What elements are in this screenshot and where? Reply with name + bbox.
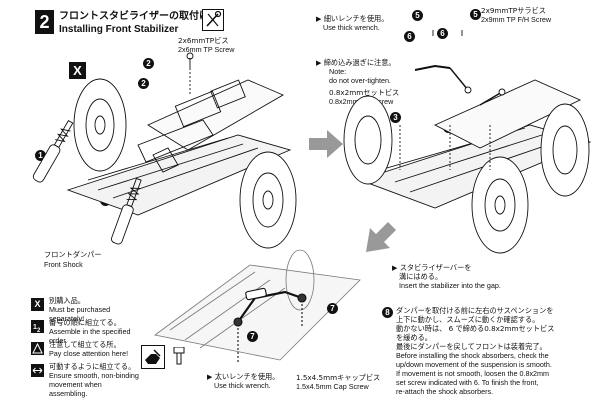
legend-item-purchase: X 別購入品。 Must be purchased separately! <box>31 296 141 323</box>
legend-text-en: movement when assembling. <box>49 380 102 398</box>
note8-jp-line: 最後にダンパーを戻してフロントは装着完了。 <box>396 342 547 351</box>
left-chassis-drawing <box>32 52 297 249</box>
note8-en-line: re-attach the shock absorbers. <box>396 387 494 396</box>
legend-item-movement: 可動するように組立てる。 Ensure smooth, non-binding … <box>31 362 141 398</box>
callout-2b: 2 <box>138 78 149 89</box>
bottom-assembly-drawing <box>154 249 361 362</box>
legend-text-en: Ensure smooth, non-binding <box>49 371 139 380</box>
attention-icon <box>31 342 44 355</box>
flat-screw-label-jp: 2x9mmTPサラビス <box>481 6 546 15</box>
callout-8: 8 <box>382 307 393 318</box>
note8-en-line: Before installing the shock absorbers, c… <box>396 351 549 360</box>
note8-jp-line: 上下に動かし、スムーズに動くか確認する。 <box>396 315 540 324</box>
note8-jp-line: ダンパーを取付ける前に左右のサスペンションを <box>396 306 554 315</box>
callout-5b: 5 <box>412 10 423 21</box>
overtighten-label-en: do not over-tighten. <box>329 76 391 85</box>
stabilizer-label-en: Insert the stabilizer into the gap. <box>399 281 501 290</box>
movement-arrows-icon <box>31 364 44 377</box>
stabilizer-label-jp2: 溝にはめる。 <box>399 272 443 281</box>
right-chassis-drawing <box>343 30 592 254</box>
right-wrench-label-jp: ▶ 細いレンチを使用。 <box>316 14 389 23</box>
left-screw-label-jp: 2x6mmTPビス <box>178 36 229 45</box>
legend-text-jp: 可動するように組立てる。 <box>49 362 136 371</box>
step-number: 2 <box>35 10 54 34</box>
cap-screw-label-en: 1.5x4.5mm Cap Screw <box>296 382 369 391</box>
right-wrench-label-en: Use thick wrench. <box>323 23 380 32</box>
purchase-separately-marker: X <box>69 62 86 79</box>
callout-2a: 2 <box>143 58 154 69</box>
hand-wrench-icon-box <box>141 345 165 369</box>
front-shock-label-en: Front Shock <box>44 260 83 269</box>
bottom-wrench-label-jp: ▶ 太いレンチを使用。 <box>207 372 280 381</box>
svg-text:2: 2 <box>37 328 41 333</box>
step-title-jp: フロントスタビライザーの取付け <box>59 11 209 22</box>
note8-text: ダンパーを取付ける前に左右のサスペンションを 上下に動かし、スムーズに動くか確認… <box>396 306 596 396</box>
front-shock-label-jp: フロントダンパー <box>44 250 102 259</box>
note-label: Note: <box>329 67 347 76</box>
wrench-screwdriver-icon <box>206 10 222 27</box>
cap-screw-icon <box>173 347 185 365</box>
note8-jp-line: を緩める。 <box>396 333 432 342</box>
note8-en-line: If movement is not smooth, loosen the 0.… <box>396 369 550 378</box>
note8-en-line: set screw indicated with 6. To finish th… <box>396 378 539 387</box>
legend-text-en: Must be purchased separately! <box>49 305 111 323</box>
legend-text-jp: 注意して組立てる所。 <box>49 340 121 349</box>
callout-7b: 7 <box>327 303 338 314</box>
callout-1a: 1 <box>35 150 46 161</box>
callout-7a: 7 <box>247 331 258 342</box>
legend-text-jp: 番号の順に組立てる。 <box>49 318 121 327</box>
flat-screw-label-en: 2x9mm TP F/H Screw <box>481 15 552 24</box>
legend-text-en: Pay close attention here! <box>49 349 129 358</box>
step-title-en: Installing Front Stabilizer <box>59 24 179 35</box>
callout-5a: 5 <box>470 9 481 20</box>
legend-item-attention: 注意して組立てる所。 Pay close attention here! <box>31 340 141 362</box>
stabilizer-label-jp1: ▶ スタビライザーバーを <box>392 263 472 272</box>
tools-icon <box>202 9 224 31</box>
callout-3a: 3 <box>390 112 401 123</box>
note8-en-line: up/down movement of the suspension is sm… <box>396 360 552 369</box>
legend-text-jp: 別購入品。 <box>49 296 85 305</box>
arrow-right-icon <box>309 130 343 158</box>
purchase-x-icon: X <box>31 298 44 311</box>
bottom-wrench-label-en: Use thick wrench. <box>214 381 271 390</box>
legend-text-en: Assemble in the specified order. <box>49 327 131 345</box>
svg-text:1: 1 <box>33 324 37 331</box>
callout-6a: 6 <box>404 31 415 42</box>
overtighten-label-jp: ▶ 締め込み過ぎに注意。 <box>316 58 396 67</box>
setscrew-label-jp: 0.8x2mmセットビス <box>329 88 400 97</box>
arrow-down-left-icon <box>366 222 396 252</box>
cap-screw-label-jp: 1.5x4.5mmキャップビス <box>296 373 381 382</box>
note8-jp-line: 動かない時は、 6 で締める0.8x2mmセットビス <box>396 324 555 333</box>
callout-6b: 6 <box>437 28 448 39</box>
left-screw-label-en: 2x6mm TP Screw <box>178 45 235 54</box>
hand-wrench-icon <box>145 349 161 364</box>
